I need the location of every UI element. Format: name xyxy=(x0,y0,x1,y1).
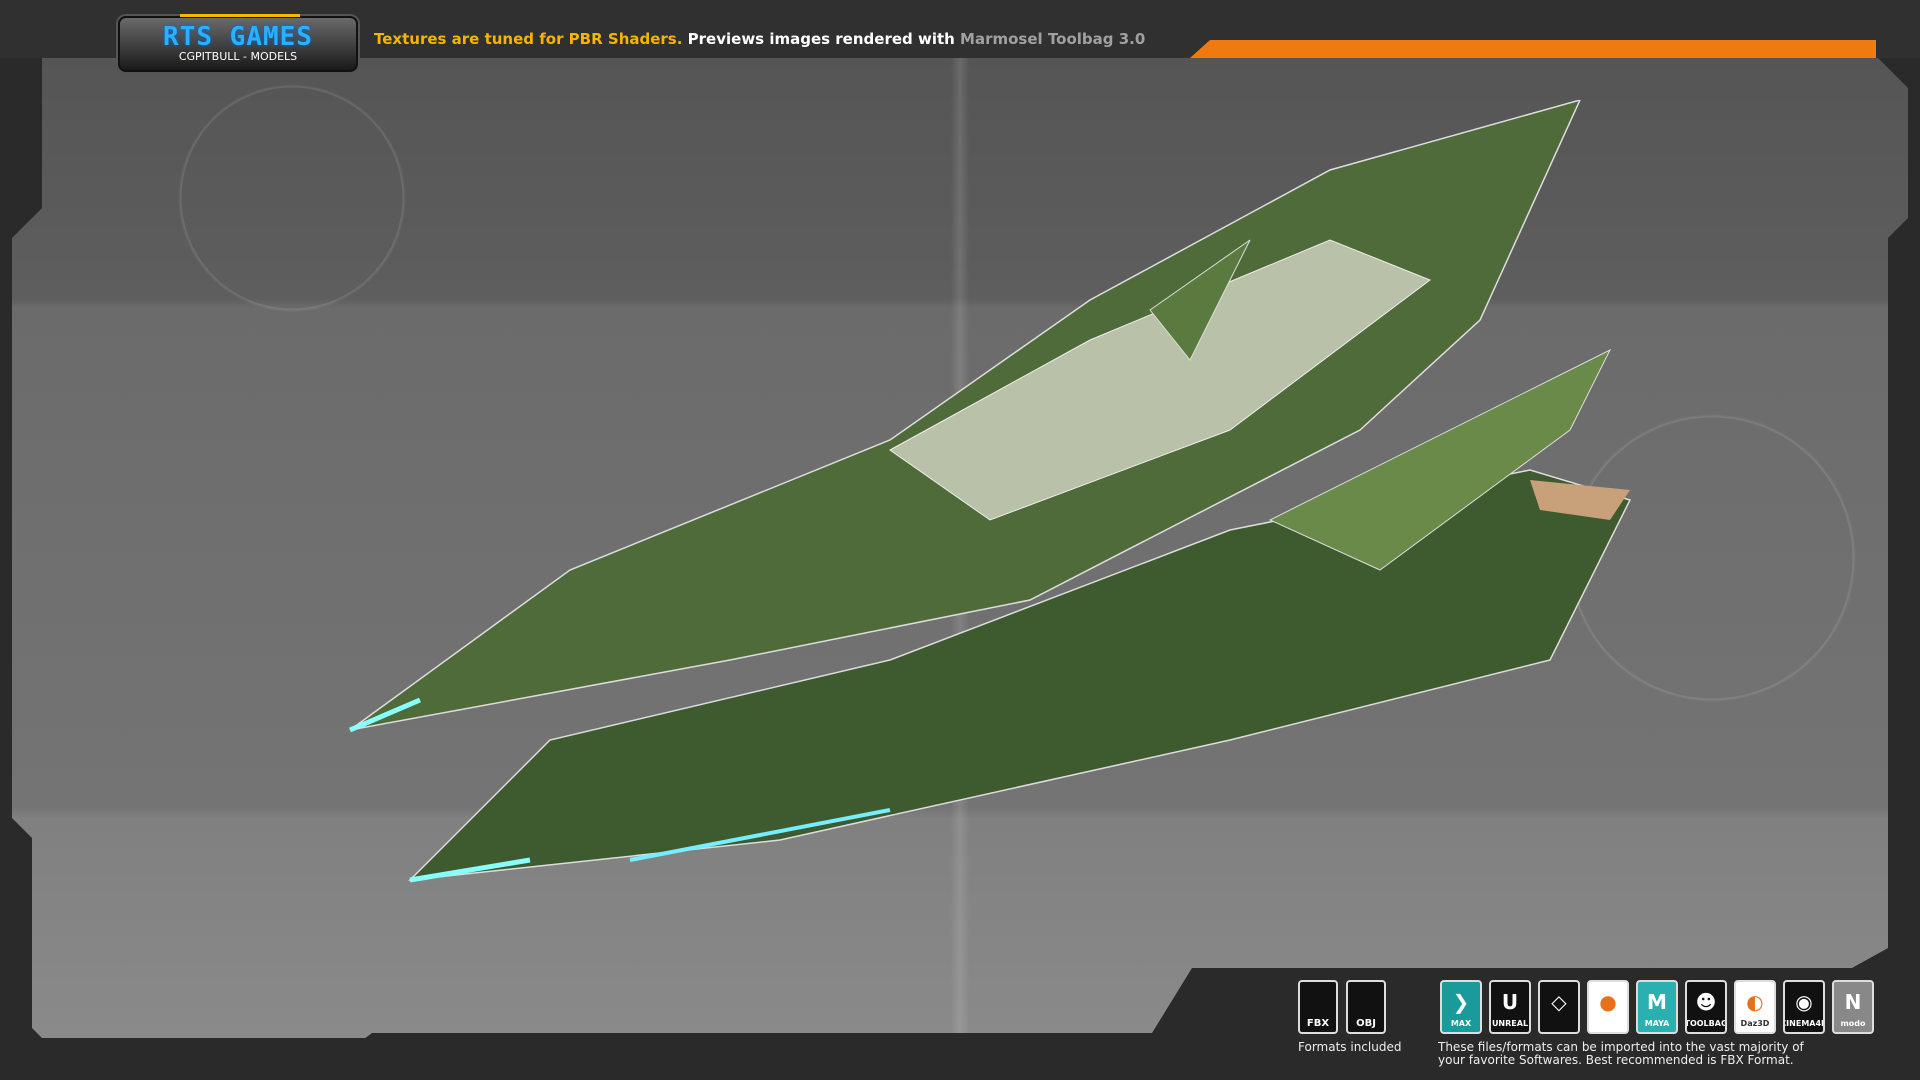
spaceship-render xyxy=(349,100,1632,883)
ship-deck xyxy=(889,239,1432,521)
software-glyph: N xyxy=(1844,990,1862,1014)
marmoset-toolbag-icon: ☻ TOOLBAG xyxy=(1685,980,1727,1034)
software-label: CINEMA4D xyxy=(1785,1019,1823,1028)
engine-glow xyxy=(349,697,421,733)
software-glyph: ● xyxy=(1599,990,1617,1014)
logo: RTS GAMES CGPITBULL - MODELS xyxy=(118,14,358,72)
ship-fin xyxy=(1149,239,1251,361)
fbx-file-icon: FBX xyxy=(1298,980,1338,1034)
format-label: FBX xyxy=(1306,1018,1330,1029)
unity-icon: ◇ xyxy=(1538,980,1580,1034)
blender-icon: ● xyxy=(1587,980,1629,1034)
unreal-engine-icon: U UNREAL xyxy=(1489,980,1531,1034)
engine-glow xyxy=(629,808,891,862)
software-label: MAX xyxy=(1450,1019,1472,1028)
software-caption-1: These files/formats can be imported into… xyxy=(1438,1040,1804,1054)
header-software: Marmosel Toolbag 3.0 xyxy=(960,30,1146,48)
formats-caption: Formats included xyxy=(1298,1040,1402,1054)
software-caption-2: your favorite Softwares. Best recommende… xyxy=(1438,1053,1794,1067)
software-glyph: ☻ xyxy=(1695,990,1717,1014)
software-label: MAYA xyxy=(1644,1019,1670,1028)
obj-file-icon: OBJ xyxy=(1346,980,1386,1034)
software-label: UNREAL xyxy=(1491,1019,1529,1028)
format-label: OBJ xyxy=(1356,1018,1376,1029)
maya-icon: M MAYA xyxy=(1636,980,1678,1034)
software-glyph: ❯ xyxy=(1452,990,1470,1014)
logo-title: RTS GAMES xyxy=(163,22,313,52)
accent-stripe xyxy=(1190,40,1876,58)
engine-glow xyxy=(409,857,531,883)
logo-subtitle: CGPITBULL - MODELS xyxy=(178,50,298,63)
ship-armor-plate xyxy=(1530,480,1630,520)
daz3d-icon: ◐ Daz3D xyxy=(1734,980,1776,1034)
software-glyph: ◇ xyxy=(1551,990,1567,1014)
ship-wing xyxy=(1268,348,1612,571)
cinema4d-icon: ◉ CINEMA4D xyxy=(1783,980,1825,1034)
header-text: Textures are tuned for PBR Shaders. Prev… xyxy=(374,30,1145,48)
software-label: modo xyxy=(1840,1019,1866,1028)
software-glyph: ◉ xyxy=(1795,990,1813,1014)
header-highlight: Textures are tuned for PBR Shaders. xyxy=(374,30,683,48)
logo-accent xyxy=(180,14,300,17)
3ds-max-icon: ❯ MAX xyxy=(1440,980,1482,1034)
software-label: Daz3D xyxy=(1740,1019,1770,1028)
software-glyph: U xyxy=(1501,990,1519,1014)
header-middle: Previews images rendered with xyxy=(682,30,961,48)
software-glyph: M xyxy=(1647,990,1667,1014)
software-glyph: ◐ xyxy=(1746,990,1764,1014)
software-label: TOOLBAG xyxy=(1685,1019,1727,1028)
